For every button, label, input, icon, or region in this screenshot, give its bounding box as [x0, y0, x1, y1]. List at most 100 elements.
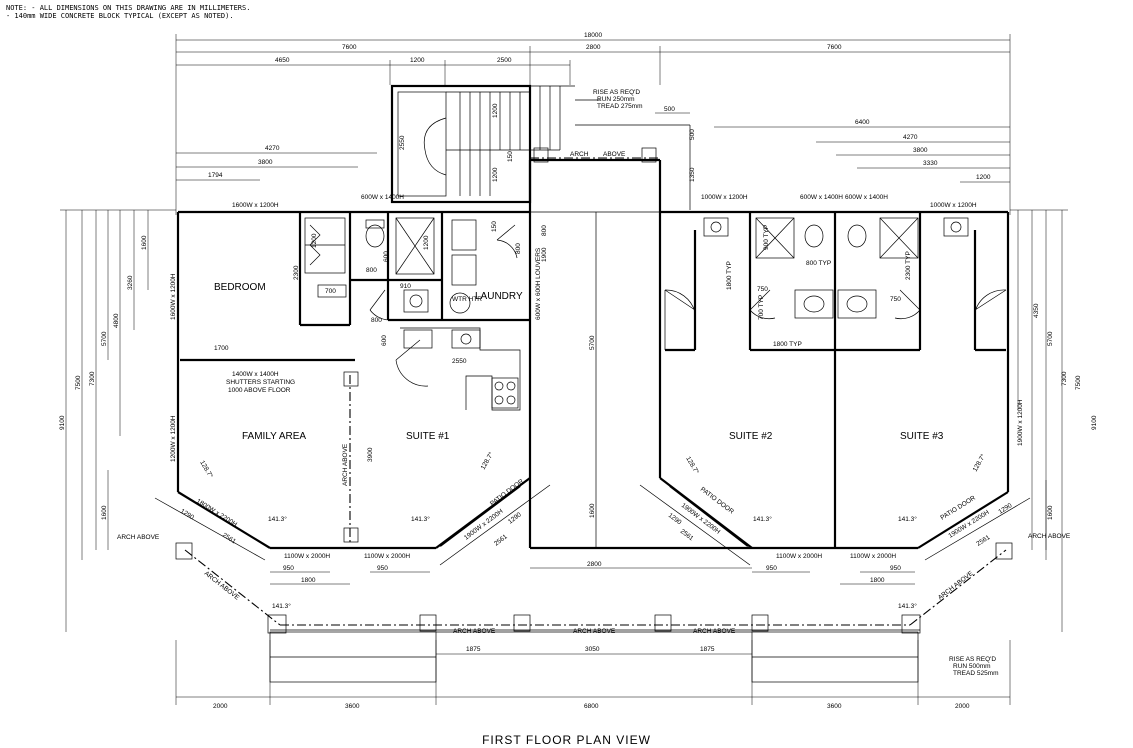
exterior-walls: [176, 158, 1010, 550]
side-dimension-text: 9100 7500 7300 5700 4800 3260 1600 1600 …: [59, 235, 1098, 520]
dim-right-1600: 1600: [1047, 505, 1054, 520]
dim-2561-a: 2561: [221, 532, 237, 546]
angle-128-c: 128.7°: [684, 455, 701, 476]
dim-6400: 6400: [855, 119, 870, 126]
angle-141-e: 141.3°: [272, 602, 291, 610]
window-bottom-3: 1100W x 2000H: [776, 553, 822, 560]
stair-rise-bot-2: RUN 500mm: [953, 663, 991, 670]
dim-2561-c: 2561: [679, 528, 695, 543]
dim-1290-d: 1290: [997, 502, 1013, 516]
dim-3330: 3330: [923, 160, 938, 167]
above-label-top: ABOVE: [603, 151, 626, 158]
dim-500-a: 500: [664, 106, 675, 113]
dim-int-2550: 2550: [452, 358, 467, 365]
dim-int-1200: 1200: [311, 233, 318, 248]
water-heater: WTR HTR: [452, 296, 482, 303]
dim-bot-3600b: 3600: [827, 703, 842, 710]
window-1000-b: 1000W x 1200H: [930, 202, 977, 209]
dim-right-7500: 7500: [1075, 375, 1082, 390]
window-600-a: 600W x 1400H: [361, 194, 404, 201]
dim-right-5700: 5700: [1047, 331, 1054, 346]
suite23-interior-walls: [664, 212, 1007, 548]
top-dimension-text: 18000 7600 2800 7600 4650 1200 2500 500 …: [208, 32, 991, 182]
window-bottom-1: 1100W x 2000H: [284, 553, 330, 560]
window-bottom-2: 1100W x 2000H: [364, 553, 410, 560]
window-right: 1900W x 1200H: [1017, 399, 1024, 446]
window-1000-a: 1000W x 1200H: [701, 194, 748, 201]
dim-int-5700: 5700: [589, 335, 596, 350]
dim-int-1800typ2: 1800 TYP: [773, 341, 802, 348]
dim-int-3900: 3900: [367, 447, 374, 462]
dim-center-2800: 2800: [586, 44, 601, 51]
dim-left-9100: 9100: [59, 415, 66, 430]
dim-overall: 18000: [584, 32, 602, 39]
arch-above-right: ARCH ABOVE: [1028, 533, 1071, 540]
dim-right-7600: 7600: [827, 44, 842, 51]
dim-int-700typ: 700 TYP: [758, 295, 765, 320]
dim-3800-right: 3800: [913, 147, 928, 154]
drawing-note-2: - 140mm WIDE CONCRETE BLOCK TYPICAL (EXC…: [6, 12, 234, 20]
suite1-interior-walls: [180, 212, 530, 387]
bottom-dimension-text: 2000 3600 6800 3600 2000 1875 3050 1875 …: [213, 561, 970, 710]
dim-left-7500: 7500: [75, 375, 82, 390]
columns: [175, 147, 1013, 634]
dim-bot-1875b: 1875: [700, 646, 715, 653]
room-suite1-label: SUITE #1: [406, 431, 450, 442]
dim-int-750a: 750: [757, 286, 768, 293]
dim-stair-2550: 2550: [399, 135, 406, 150]
arch-above-bottom-2: ARCH ABOVE: [573, 628, 616, 635]
room-laundry-label: LAUNDRY: [475, 291, 523, 302]
dim-bot-2000b: 2000: [955, 703, 970, 710]
dim-1794: 1794: [208, 172, 223, 179]
dim-int-1700: 1700: [214, 345, 229, 352]
dim-right-9100: 9100: [1091, 415, 1098, 430]
shutters-note-1: SHUTTERS STARTING: [226, 379, 295, 386]
window-bedroom-top: 1600W x 1200H: [232, 202, 279, 209]
dim-4650: 4650: [275, 57, 290, 64]
angle-128-d: 128.7°: [971, 452, 988, 473]
dim-bot-1800b: 1800: [870, 577, 885, 584]
dim-int-600a: 600: [383, 251, 390, 262]
bottom-dimension-lines: [175, 567, 1011, 705]
dim-3800-left: 3800: [258, 159, 273, 166]
dim-int-700: 700: [325, 288, 336, 295]
dim-4270-left: 4270: [265, 145, 280, 152]
dim-1200-right: 1200: [976, 174, 991, 181]
angle-128-b: 128.7°: [479, 450, 496, 471]
dim-left-3260: 3260: [127, 275, 134, 290]
dim-stair-1200a: 1200: [492, 103, 499, 118]
stair-rise-top-1: RISE AS REQ'D: [593, 89, 640, 96]
arch-above-left: ARCH ABOVE: [117, 534, 160, 541]
dim-right-4350: 4350: [1033, 303, 1040, 318]
exterior-stair: [390, 84, 691, 210]
drawing-title: FIRST FLOOR PLAN VIEW: [482, 733, 651, 747]
dim-bot-950c: 950: [766, 565, 777, 572]
dim-int-800d: 800: [541, 225, 548, 236]
dim-stair-1200b: 1200: [492, 167, 499, 182]
dim-left-7600: 7600: [342, 44, 357, 51]
dim-right-7300: 7300: [1061, 371, 1068, 386]
arch-above-bottom-1: ARCH ABOVE: [453, 628, 496, 635]
dim-int-1800typ: 1800 TYP: [726, 261, 733, 290]
top-dimension-lines: [175, 34, 1011, 215]
dim-bot-2000a: 2000: [213, 703, 228, 710]
dim-left-5700: 5700: [101, 331, 108, 346]
arch-lines: [184, 157, 1007, 631]
window-600-c: 600W x 1400H: [845, 194, 888, 201]
dim-2500: 2500: [497, 57, 512, 64]
dim-bot-2800: 2800: [587, 561, 602, 568]
window-shutters: 1400W x 1400H: [232, 371, 279, 378]
dim-2561-b: 2561: [493, 533, 509, 548]
angle-141-d: 141.3°: [898, 515, 917, 523]
dim-int-150: 150: [491, 221, 498, 232]
dim-int-800c: 800: [515, 243, 522, 254]
louvers: 600W x 600H LOUVERS: [535, 247, 542, 320]
dim-int-1200b: 1200: [423, 235, 430, 250]
dim-int-750b: 750: [890, 296, 901, 303]
dim-bot-1875a: 1875: [466, 646, 481, 653]
dim-bot-950d: 950: [890, 565, 901, 572]
stair-rise-top-2: RUN 250mm: [597, 96, 635, 103]
window-600-b: 600W x 1400H: [800, 194, 843, 201]
dim-int-800typ: 800 TYP: [806, 260, 831, 267]
